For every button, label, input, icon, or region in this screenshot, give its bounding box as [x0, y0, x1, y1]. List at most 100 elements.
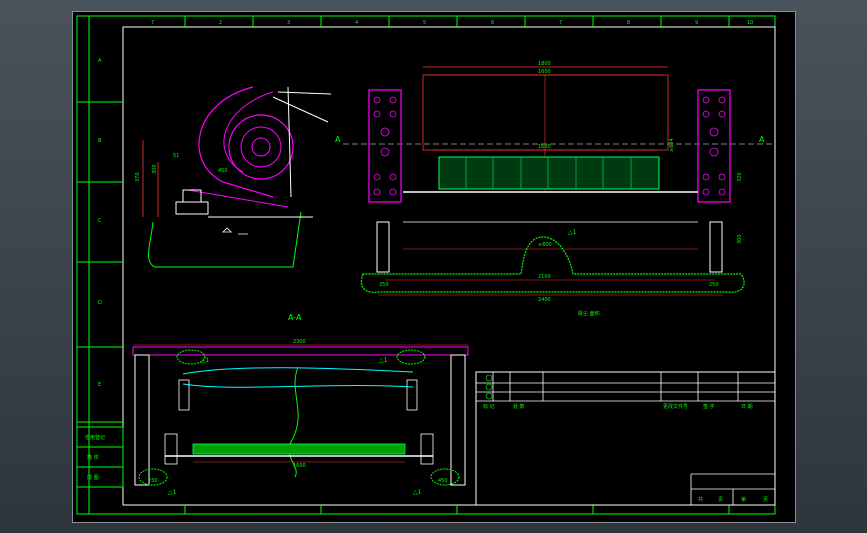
bearing-right: [420, 433, 434, 465]
column-left: [134, 354, 150, 486]
callout-triangle-1: △1: [568, 229, 577, 236]
svg-text:3: 3: [287, 20, 290, 26]
svg-text:5: 5: [423, 20, 426, 26]
dim-bottom-span: 1600: [293, 463, 306, 469]
dim-vert-tag: ≥624: [669, 138, 675, 152]
dim-foot-br: 450: [438, 478, 448, 484]
svg-text:第: 第: [741, 496, 746, 503]
title-block-footer: 共 页 第 页: [698, 496, 768, 503]
svg-text:6: 6: [491, 20, 494, 26]
svg-text:日 期: 日 期: [741, 404, 753, 410]
svg-text:更改文件号: 更改文件号: [663, 403, 688, 410]
front-view[interactable]: A A 1800 1600 1600 ≥624: [335, 61, 773, 317]
column-right: [450, 354, 466, 486]
svg-text:标 记: 标 记: [483, 403, 495, 410]
belt-line-top: [272, 96, 329, 123]
dim-mid-span: 1600: [538, 144, 551, 150]
dim-side-offset: 450: [218, 168, 228, 174]
svg-text:处 数: 处 数: [513, 403, 525, 410]
dim-side-height-b: 370: [135, 172, 141, 182]
belt-curve-lower: [182, 383, 414, 388]
title-block-headers: 标 记 处 数 更改文件号 签 字 日 期: [483, 403, 753, 410]
bearing-base: [175, 201, 209, 215]
svg-text:7: 7: [559, 20, 562, 26]
outer-frame: [76, 15, 776, 515]
section-mark-right: A: [759, 135, 765, 144]
cloud-tl: [176, 349, 206, 365]
end-plate-right: [697, 89, 731, 203]
svg-text:10: 10: [747, 20, 753, 26]
title-block[interactable]: 标 记 处 数 更改文件号 签 字 日 期 共 页 第 页: [475, 371, 776, 506]
svg-text:借用登记: 借用登记: [85, 434, 105, 441]
svg-text:4: 4: [355, 20, 358, 26]
dim-bottom-total: 2300: [293, 339, 306, 345]
title-block-grid: [476, 372, 775, 505]
drawing-sheet[interactable]: 7 2 3 4 5 6 7 8 9 10 A B C D E 借用登记 描 校 …: [72, 11, 796, 523]
dim-side-height-a: 300: [152, 164, 158, 174]
dim-foot-bl: 230: [148, 478, 158, 484]
mesh-dividers: [465, 157, 632, 189]
dim-base-outer: 2400: [538, 297, 551, 303]
dim-foot-right: 250: [709, 282, 719, 288]
drawing-canvas[interactable]: 7 2 3 4 5 6 7 8 9 10 A B C D E 借用登记 描 校 …: [73, 12, 795, 522]
svg-text:页: 页: [718, 497, 723, 503]
callout-triangle-3: △1: [379, 357, 388, 364]
cloud-tr: [396, 349, 426, 365]
cover-outline: [422, 74, 669, 151]
svg-text:描 校: 描 校: [87, 454, 99, 461]
svg-text:签 字: 签 字: [703, 403, 715, 410]
svg-text:底 图: 底 图: [87, 474, 99, 481]
dim-side-small: 51: [173, 153, 179, 159]
belt-curve-top: [182, 367, 414, 375]
svg-text:C: C: [98, 218, 102, 224]
bracket-right: [406, 379, 418, 411]
zone-ticks-top: [184, 16, 730, 514]
svg-text:8: 8: [627, 20, 630, 26]
callout-triangle-5: △1: [413, 489, 422, 496]
side-table-labels: 借用登记 描 校 底 图: [85, 434, 105, 481]
belt-line-upper: [277, 91, 332, 95]
dim-foot-left: 250: [379, 282, 389, 288]
zone-labels-left: A B C D E: [98, 58, 102, 388]
plan-view-caption: 除尘 面积: [578, 310, 600, 317]
frame-post: [287, 86, 292, 198]
housing-arc-outer: [198, 86, 274, 198]
pulley-outer: [228, 114, 294, 180]
housing-arc-inner: [223, 91, 274, 173]
bearing-left: [164, 433, 178, 465]
cloud-bl: [138, 468, 168, 486]
side-view[interactable]: 370 300 51 450: [135, 86, 332, 268]
section-aa-view[interactable]: A-A 2300 1600 △1 △1 △1 △1 230 450: [132, 313, 469, 496]
svg-text:页: 页: [763, 497, 768, 503]
ground-cloud: [360, 236, 745, 293]
svg-text:E: E: [98, 382, 101, 388]
weld-symbol: [222, 227, 248, 235]
svg-text:9: 9: [695, 20, 698, 26]
svg-text:A: A: [98, 58, 102, 64]
cloud-br: [430, 468, 460, 486]
left-margin: [77, 16, 123, 514]
inner-frame: [122, 26, 776, 506]
svg-text:共: 共: [698, 496, 703, 503]
title-block-frame: [475, 371, 776, 506]
svg-text:D: D: [98, 300, 102, 306]
dim-top-inner: 1600: [538, 69, 551, 75]
dim-height-right: 320: [737, 172, 743, 182]
filter-mesh: [438, 156, 660, 190]
leg-left: [376, 221, 390, 273]
leg-right: [709, 221, 723, 273]
callout-triangle-2: △1: [201, 357, 210, 364]
svg-text:B: B: [98, 138, 102, 144]
break-line: [288, 366, 299, 478]
side-ground-line: [148, 211, 302, 268]
section-title: A-A: [288, 313, 302, 322]
pulley-inner: [240, 126, 282, 168]
end-plate-left: [368, 89, 402, 203]
zone-labels-top: 7 2 3 4 5 6 7 8 9 10: [151, 20, 753, 26]
dim-base-total: 2100: [538, 274, 551, 280]
callout-triangle-4: △1: [168, 489, 177, 496]
side-registration-table: [76, 426, 124, 488]
revision-marks: [485, 374, 493, 400]
bolt-pattern-left: [373, 96, 397, 196]
